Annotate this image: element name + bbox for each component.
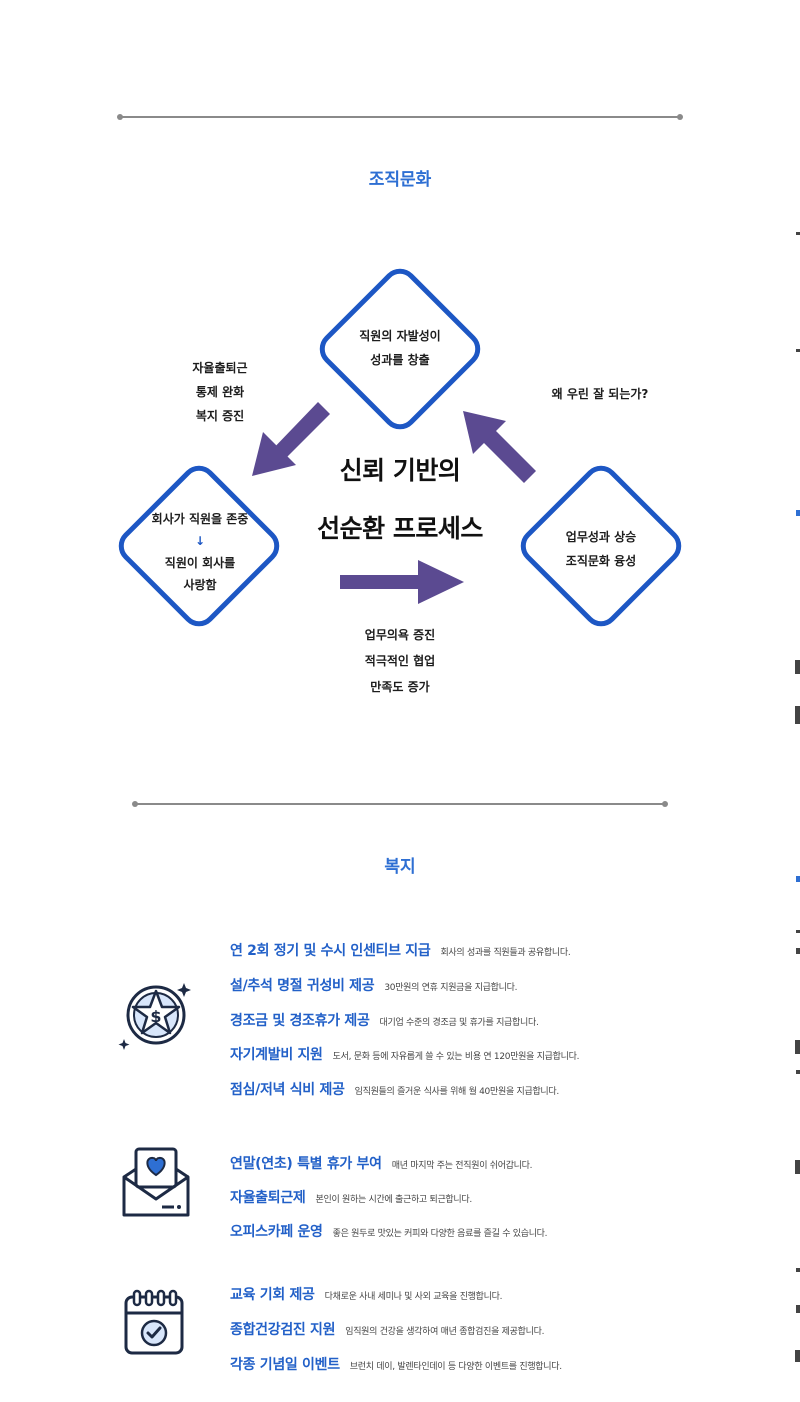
bottom-label: 만족도 증가 — [370, 680, 430, 694]
benefit-title: 연말(연초) 특별 휴가 부여 — [230, 1156, 382, 1172]
welfare-section-title: 복지 — [384, 857, 416, 877]
benefit-desc: 다채로운 사내 세미나 및 사외 교육을 진행합니다. — [324, 1292, 503, 1302]
left-diamond-line: 회사가 직원을 존중 — [151, 512, 249, 526]
edge-fragment — [796, 1070, 800, 1074]
edge-fragment — [796, 876, 800, 882]
benefit-item: 오피스카페 운영 좋은 원두로 맛있는 커피와 다양한 음료를 즐길 수 있습니다… — [230, 1221, 548, 1241]
benefit-desc: 본인이 원하는 시간에 출근하고 퇴근합니다. — [315, 1195, 472, 1205]
calendar-check-icon — [124, 1289, 184, 1355]
left-labels: 자율출퇴근 통제 완화 복지 증진 — [160, 356, 280, 428]
benefit-title: 설/추석 명절 귀성비 제공 — [230, 978, 375, 994]
bottom-labels: 업무의욕 증진 적극적인 협업 만족도 증가 — [340, 622, 460, 700]
bottom-label: 업무의욕 증진 — [364, 628, 436, 642]
left-diamond-line: 사랑함 — [183, 578, 217, 592]
center-title: 신뢰 기반의 선순환 프로세스 — [290, 452, 510, 548]
left-diamond-text: 회사가 직원을 존중 ↓ 직원이 회사를 사랑함 — [125, 508, 275, 596]
benefit-item: 연 2회 정기 및 수시 인센티브 지급 회사의 성과를 직원들과 공유합니다. — [230, 940, 571, 960]
benefit-title: 연 2회 정기 및 수시 인센티브 지급 — [230, 943, 431, 959]
center-title-line: 선순환 프로세스 — [317, 514, 483, 543]
bottom-label: 적극적인 협업 — [364, 654, 436, 668]
right-diamond-line: 업무성과 상승 — [565, 530, 637, 544]
edge-fragment — [795, 660, 800, 674]
edge-fragment — [795, 1040, 800, 1054]
top-diamond-line: 성과를 창출 — [370, 353, 430, 367]
benefit-desc: 매년 마지막 주는 전직원이 쉬어갑니다. — [391, 1161, 533, 1171]
edge-fragment — [796, 232, 800, 235]
edge-fragment — [796, 948, 800, 954]
right-label: 왜 우린 잘 되는가? — [551, 387, 649, 401]
edge-fragment — [796, 510, 800, 516]
star-coin-icon: $ — [118, 983, 191, 1050]
benefit-desc: 30만원의 연휴 지원금을 지급합니다. — [384, 983, 518, 993]
benefit-desc: 도서, 문화 등에 자유롭게 쓸 수 있는 비용 연 120만원을 지급합니다. — [332, 1052, 580, 1062]
arrow-right-icon — [340, 560, 464, 604]
edge-fragment — [795, 1160, 800, 1174]
right-diamond-line: 조직문화 융성 — [565, 554, 637, 568]
edge-fragment — [795, 1350, 800, 1362]
edge-fragment — [796, 930, 800, 933]
right-diamond-text: 업무성과 상승 조직문화 융성 — [531, 525, 671, 573]
middle-divider — [132, 801, 668, 807]
benefit-item: 자기계발비 지원 도서, 문화 등에 자유롭게 쓸 수 있는 비용 연 120만원… — [230, 1044, 579, 1064]
benefit-item: 자율출퇴근제 본인이 원하는 시간에 출근하고 퇴근합니다. — [230, 1187, 472, 1207]
arrow-down-left-icon — [252, 402, 330, 476]
benefit-title: 점심/저녁 식비 제공 — [230, 1082, 345, 1098]
center-title-line: 신뢰 기반의 — [339, 456, 461, 485]
flow-arrows — [252, 402, 536, 604]
benefit-desc: 회사의 성과를 직원들과 공유합니다. — [440, 948, 571, 958]
left-label: 통제 완화 — [195, 385, 245, 399]
top-diamond-line: 직원의 자발성이 — [359, 329, 441, 343]
down-arrow-icon: ↓ — [194, 534, 206, 548]
benefit-item: 교육 기회 제공 다채로운 사내 세미나 및 사외 교육을 진행합니다. — [230, 1284, 502, 1304]
top-divider — [117, 114, 683, 120]
benefit-item: 연말(연초) 특별 휴가 부여 매년 마지막 주는 전직원이 쉬어갑니다. — [230, 1153, 533, 1173]
edge-fragment — [796, 1305, 800, 1313]
benefit-desc: 좋은 원두로 맛있는 커피와 다양한 음료를 즐길 수 있습니다. — [332, 1229, 548, 1239]
benefit-desc: 임직원의 건강을 생각하여 매년 종합검진을 제공합니다. — [345, 1327, 545, 1337]
benefit-title: 종합건강검진 지원 — [230, 1322, 336, 1338]
benefit-desc: 브런치 데이, 발렌타인데이 등 다양한 이벤트를 진행합니다. — [349, 1362, 562, 1372]
benefit-title: 오피스카페 운영 — [230, 1224, 323, 1240]
benefit-title: 자율출퇴근제 — [230, 1190, 306, 1206]
culture-section-title: 조직문화 — [368, 170, 432, 190]
left-diamond-line: 직원이 회사를 — [164, 556, 236, 570]
arrow-up-left-icon — [463, 411, 536, 483]
left-label: 복지 증진 — [195, 409, 245, 423]
heart-envelope-icon — [122, 1147, 190, 1217]
top-diamond-text: 직원의 자발성이 성과를 창출 — [330, 324, 470, 372]
benefit-item: 각종 기념일 이벤트 브런치 데이, 발렌타인데이 등 다양한 이벤트를 진행합니… — [230, 1354, 562, 1374]
left-label: 자율출퇴근 — [192, 361, 248, 375]
svg-text:$: $ — [150, 1007, 161, 1026]
benefit-desc: 대기업 수준의 경조금 및 휴가를 지급합니다. — [379, 1018, 539, 1028]
benefit-title: 교육 기회 제공 — [230, 1287, 315, 1303]
edge-fragment — [795, 706, 800, 724]
benefit-title: 자기계발비 지원 — [230, 1047, 323, 1063]
benefit-title: 각종 기념일 이벤트 — [230, 1357, 340, 1373]
benefit-item: 점심/저녁 식비 제공 임직원들의 즐거운 식사를 위해 월 40만원을 지급합니… — [230, 1079, 559, 1099]
benefit-item: 종합건강검진 지원 임직원의 건강을 생각하여 매년 종합검진을 제공합니다. — [230, 1319, 544, 1339]
edge-fragment — [796, 349, 800, 352]
edge-fragment — [796, 1268, 800, 1272]
benefit-desc: 임직원들의 즐거운 식사를 위해 월 40만원을 지급합니다. — [354, 1087, 560, 1097]
benefit-item: 경조금 및 경조휴가 제공 대기업 수준의 경조금 및 휴가를 지급합니다. — [230, 1010, 539, 1030]
benefit-item: 설/추석 명절 귀성비 제공 30만원의 연휴 지원금을 지급합니다. — [230, 975, 517, 995]
benefit-title: 경조금 및 경조휴가 제공 — [230, 1013, 370, 1029]
